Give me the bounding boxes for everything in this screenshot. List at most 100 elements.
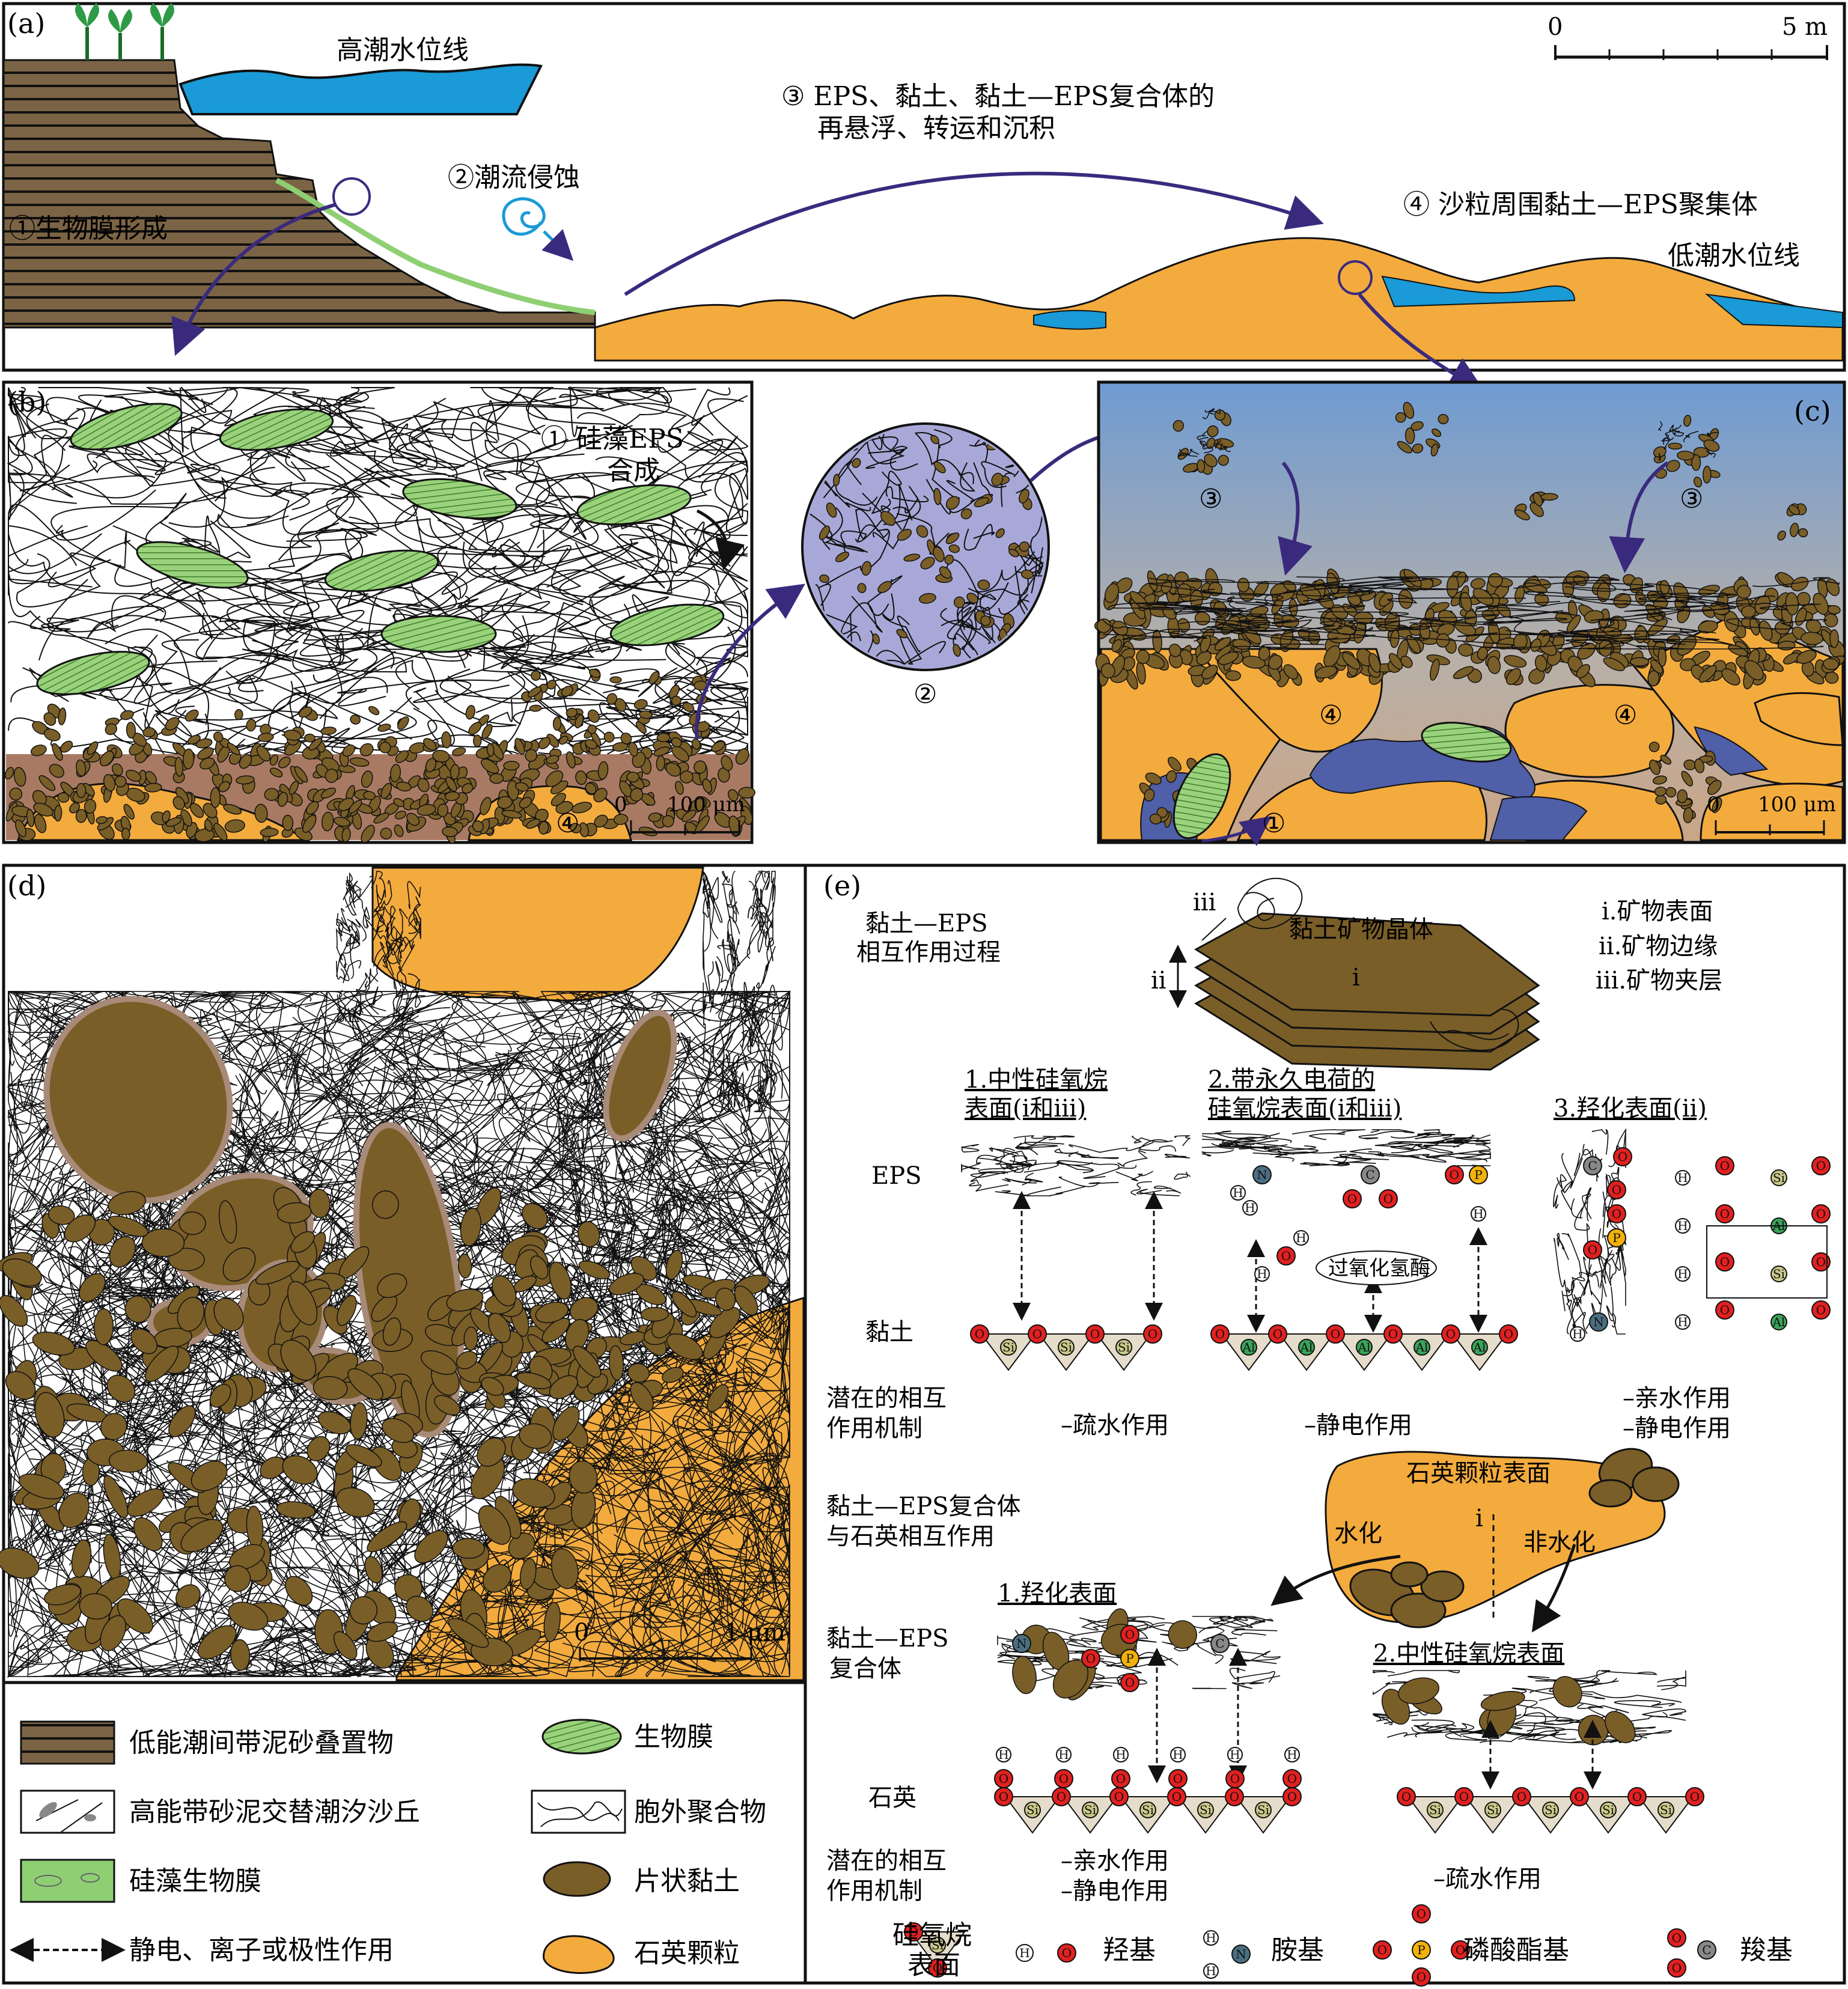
svg-text:O: O — [1125, 1627, 1135, 1642]
svg-text:H: H — [1206, 1931, 1216, 1945]
svg-text:H: H — [1677, 1315, 1688, 1329]
legend-swatch-quartz — [543, 1935, 615, 1974]
svg-text:Si: Si — [1773, 1171, 1785, 1185]
legend-swatch-mud — [20, 1720, 115, 1765]
svg-text:O: O — [1281, 1249, 1291, 1263]
svg-text:Al: Al — [1415, 1340, 1429, 1354]
legend-clay: 片状黏土 — [634, 1866, 740, 1896]
complex-label-1: 黏土—EPS — [826, 1625, 949, 1652]
svg-text:O: O — [1612, 1207, 1621, 1221]
marker-4b: ④ — [1614, 700, 1637, 731]
svg-text:O: O — [1215, 1327, 1225, 1341]
svg-text:H: H — [1233, 1186, 1243, 1200]
panel-d-label: (d) — [7, 870, 46, 902]
legend-swatch-diatom — [541, 1719, 622, 1755]
case3-title: 3.羟化表面(ⅱ) — [1554, 1095, 1707, 1122]
qmech-electrostatic: –静电作用 — [1061, 1877, 1169, 1905]
legend-swatch-clay — [543, 1861, 611, 1897]
svg-text:O: O — [1459, 1789, 1469, 1804]
svg-text:O: O — [1816, 1255, 1826, 1269]
svg-text:Si: Si — [1118, 1340, 1130, 1354]
svg-text:O: O — [1230, 1789, 1239, 1804]
svg-text:Si: Si — [1002, 1340, 1014, 1354]
peroxidase-label: 过氧化氢酶 — [1328, 1256, 1430, 1281]
svg-text:N: N — [1257, 1168, 1267, 1182]
legend-dune: 高能带砂泥交替潮汐沙丘 — [129, 1797, 420, 1827]
scale-a-end: 5 m — [1782, 13, 1828, 41]
svg-text:O: O — [1690, 1789, 1700, 1804]
svg-text:O: O — [1377, 1943, 1387, 1957]
quartz-surface-label: 石英颗粒表面 — [1406, 1460, 1551, 1487]
svg-text:O: O — [1816, 1207, 1826, 1221]
svg-text:Al: Al — [1358, 1340, 1371, 1354]
panel-a-label: (a) — [7, 7, 45, 40]
svg-text:C: C — [1702, 1943, 1711, 1957]
leg-siloxane-2: 表面 — [907, 1950, 960, 1981]
mech-electrostatic: –静电作用 — [1304, 1412, 1412, 1439]
zoom-circle-slope — [332, 177, 371, 216]
marker-4-b: ④ — [556, 808, 579, 839]
legend-interaction: 静电、离子或极性作用 — [129, 1935, 394, 1966]
scale-b-end: 100 μm — [667, 793, 745, 817]
svg-text:Si: Si — [1142, 1803, 1154, 1817]
mech-label-1: 潜在的相互 — [826, 1384, 947, 1412]
svg-text:N: N — [1236, 1947, 1246, 1961]
svg-text:Al: Al — [1242, 1340, 1255, 1354]
svg-text:H: H — [1257, 1267, 1267, 1281]
high-tide-water — [178, 63, 543, 115]
e-title-1: 黏土—EPS — [865, 910, 988, 937]
svg-text:Si: Si — [1026, 1803, 1038, 1817]
scale-d-zero: 0 — [574, 1619, 589, 1646]
svg-text:O: O — [1032, 1327, 1042, 1341]
legend-eps: 胞外聚合物 — [634, 1797, 766, 1827]
svg-text:P: P — [1126, 1651, 1133, 1666]
svg-text:H: H — [1115, 1747, 1126, 1762]
legend-mud: 低能潮间带泥砂叠置物 — [129, 1728, 394, 1758]
svg-text:O: O — [1720, 1255, 1730, 1269]
svg-text:Si: Si — [1487, 1803, 1499, 1817]
svg-text:Si: Si — [1084, 1803, 1096, 1817]
svg-text:O: O — [1114, 1789, 1124, 1804]
crystal-iii: iii — [1193, 889, 1216, 916]
svg-text:O: O — [1720, 1207, 1730, 1221]
step3-label-2: 再悬浮、转运和沉积 — [817, 113, 1055, 144]
svg-text:H: H — [1296, 1231, 1306, 1245]
marker-4a: ④ — [1319, 700, 1343, 731]
svg-text:O: O — [1383, 1192, 1393, 1206]
svg-text:P: P — [1417, 1943, 1425, 1957]
legend-quartz: 石英颗粒 — [634, 1938, 740, 1969]
svg-text:O: O — [1148, 1327, 1157, 1341]
case1-title-2: 表面(ⅰ和ⅲ) — [965, 1095, 1086, 1122]
qmech-hydrophobic: –疏水作用 — [1433, 1865, 1542, 1893]
svg-text:O: O — [1575, 1789, 1584, 1804]
svg-text:O: O — [999, 1771, 1008, 1786]
scale-a-zero: 0 — [1548, 13, 1563, 41]
tidal-dunes — [594, 237, 1844, 362]
case2-title-2: 硅氧烷表面(ⅰ和ⅲ) — [1208, 1095, 1401, 1122]
svg-text:H: H — [998, 1747, 1008, 1762]
svg-text:Si: Si — [1660, 1803, 1672, 1817]
clay-aggregates — [1094, 401, 1845, 830]
panel-c: (c) ③ ③ ④ ④ ① 0 100 μm — [1094, 380, 1846, 846]
svg-text:Si: Si — [1060, 1340, 1072, 1354]
svg-text:N: N — [1593, 1315, 1604, 1329]
svg-text:O: O — [1230, 1771, 1240, 1786]
svg-text:O: O — [1287, 1789, 1297, 1804]
svg-text:O: O — [1816, 1303, 1826, 1317]
svg-text:O: O — [1517, 1789, 1526, 1804]
svg-text:H: H — [1473, 1207, 1483, 1221]
leg-amine: 胺基 — [1271, 1935, 1324, 1966]
panel-e-label: (e) — [823, 870, 861, 902]
step4-label: ④ 沙粒周围黏土—EPS聚集体 — [1403, 189, 1758, 220]
low-tide-label: 低潮水位线 — [1668, 240, 1800, 271]
qmech-label-1: 潜在的相互 — [826, 1847, 947, 1875]
legend-diatom-biofilm: 硅藻生物膜 — [129, 1866, 261, 1896]
complex-label-2: 复合体 — [829, 1655, 901, 1683]
svg-text:O: O — [1173, 1771, 1183, 1786]
svg-text:O: O — [1720, 1303, 1730, 1317]
svg-text:O: O — [1331, 1327, 1340, 1341]
svg-text:H: H — [1572, 1327, 1582, 1341]
svg-text:P: P — [1474, 1168, 1482, 1182]
panel-d: (d) 0 1 μm 低能潮间带泥砂叠置物 高能带砂泥交替潮汐沙丘 硅藻生物膜 … — [0, 864, 808, 1985]
svg-text:O: O — [1059, 1771, 1069, 1786]
